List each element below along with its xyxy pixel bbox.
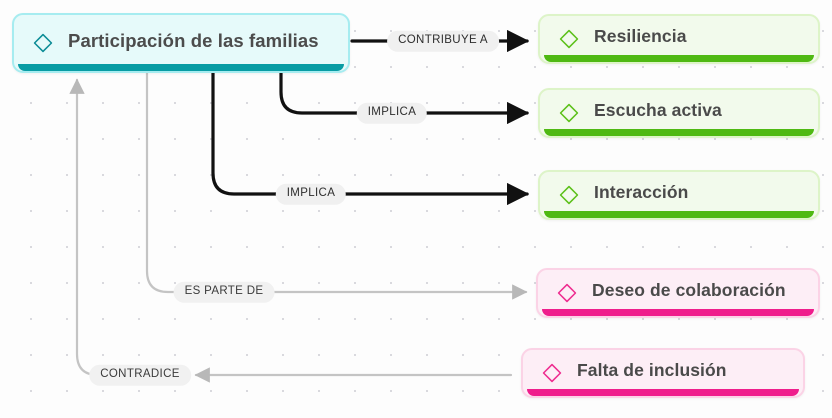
node-accent-bar	[542, 309, 814, 316]
node-escucha-activa[interactable]: Escucha activa	[538, 88, 820, 138]
node-accent-bar	[527, 389, 799, 396]
node-resiliencia[interactable]: Resiliencia	[538, 14, 820, 64]
edge-label-contradice[interactable]: CONTRADICE	[89, 364, 191, 386]
node-accent-bar	[544, 55, 814, 62]
diamond-icon	[33, 33, 53, 53]
node-label: Falta de inclusión	[577, 360, 727, 381]
node-accent-bar	[18, 64, 344, 71]
node-label: Resiliencia	[594, 26, 687, 47]
node-interaccion[interactable]: Interacción	[538, 170, 820, 220]
edge-contradice	[69, 78, 513, 383]
node-accent-bar	[544, 129, 814, 136]
node-falta-de-inclusion[interactable]: Falta de inclusión	[521, 348, 805, 398]
diamond-icon	[542, 363, 562, 383]
node-deseo-de-colaboracion[interactable]: Deseo de colaboración	[536, 268, 820, 318]
node-label: Deseo de colaboración	[592, 280, 786, 301]
diamond-icon	[557, 283, 577, 303]
diamond-icon	[559, 185, 579, 205]
node-label: Interacción	[594, 182, 689, 203]
node-participacion-de-las-familias[interactable]: Participación de las familias	[12, 13, 350, 73]
edge-label-contribuye-a[interactable]: CONTRIBUYE A	[387, 30, 499, 52]
edge-label-es-parte-de[interactable]: ES PARTE DE	[173, 281, 275, 303]
edge-implica-interaccion	[211, 71, 530, 206]
diamond-icon	[559, 103, 579, 123]
node-label: Participación de las familias	[68, 29, 319, 51]
edge-label-implica-interaccion[interactable]: IMPLICA	[275, 183, 347, 205]
node-accent-bar	[544, 211, 814, 218]
node-label: Escucha activa	[594, 100, 722, 121]
edge-label-implica-escucha[interactable]: IMPLICA	[356, 102, 428, 124]
edge-es-parte-de	[145, 71, 528, 300]
diamond-icon	[559, 29, 579, 49]
